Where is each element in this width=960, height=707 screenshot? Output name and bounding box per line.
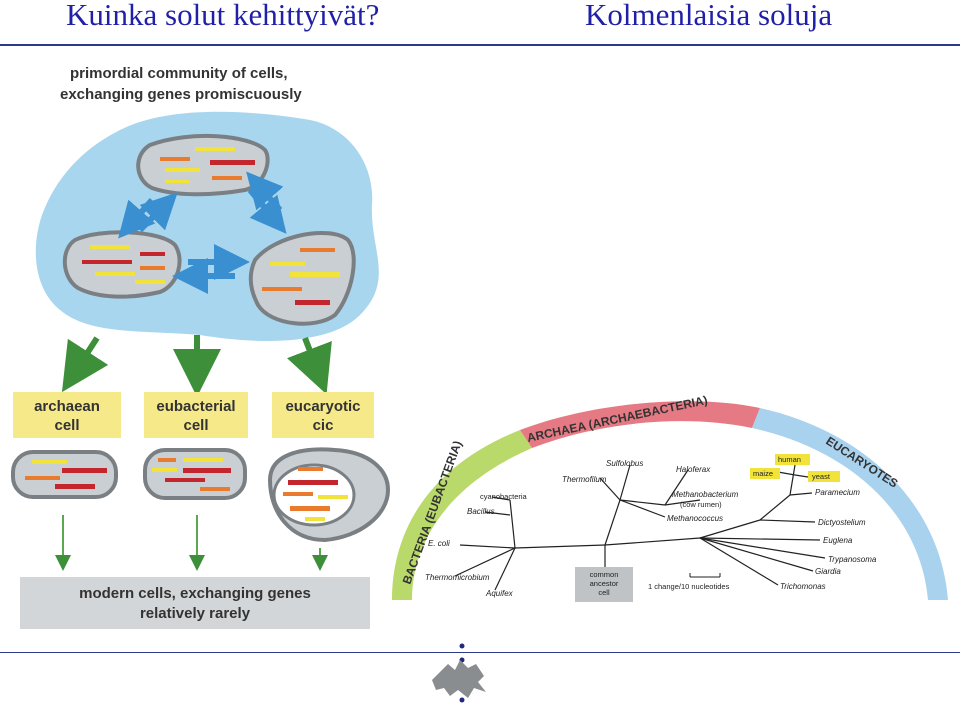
slide-title-right: Kolmenlaisia soluja bbox=[585, 0, 833, 32]
gene-segment bbox=[298, 467, 323, 471]
modern-cells-caption: modern cells, exchanging genes relativel… bbox=[20, 577, 370, 629]
gene-segment bbox=[318, 495, 348, 499]
gene-segment bbox=[290, 506, 330, 511]
gene-segment bbox=[200, 487, 230, 491]
domain-band-archaea bbox=[520, 401, 760, 448]
taxon-giardia: Giardia bbox=[815, 567, 841, 576]
taxon-paramecium: Paramecium bbox=[815, 488, 860, 497]
ancestor-line3: cell bbox=[598, 588, 610, 597]
gene-segment bbox=[55, 484, 95, 489]
primordial-cell-top bbox=[136, 133, 270, 197]
taxon-thermofilum: Thermofilum bbox=[562, 475, 607, 484]
modern-eubacterial-cell bbox=[143, 448, 247, 500]
modern-eucaryotic-cell bbox=[267, 447, 391, 543]
modern-arrows bbox=[55, 515, 328, 571]
gene-segment bbox=[305, 517, 325, 521]
tree-branches bbox=[454, 464, 826, 591]
domain-label-bacteria: BACTERIA (EUBACTERIA) bbox=[400, 439, 465, 586]
taxon-trypanosoma: Trypanosoma bbox=[828, 555, 877, 564]
gene-segment bbox=[295, 300, 330, 305]
cell-type-label-line1: eubacterial bbox=[156, 398, 235, 415]
gene-exchange-arrows bbox=[118, 171, 287, 294]
gene-segment bbox=[135, 280, 165, 284]
left-diagram: primordial community of cells, exchangin… bbox=[5, 50, 400, 635]
gene-segment bbox=[270, 262, 305, 266]
domain-band-bacteria bbox=[392, 430, 532, 600]
gene-segment bbox=[210, 160, 255, 165]
title-divider bbox=[0, 44, 960, 46]
taxon-thermomicrobium: Thermomicrobium bbox=[425, 573, 490, 582]
common-ancestor-box: common ancestor cell bbox=[575, 567, 633, 602]
footer-divider bbox=[0, 652, 960, 653]
gene-segment bbox=[140, 266, 165, 270]
taxon-trichomonas: Trichomonas bbox=[780, 582, 826, 591]
taxon-highlight-yeast bbox=[808, 471, 840, 482]
phylogenetic-tree: BACTERIA (EUBACTERIA) ARCHAEA (ARCHAEBAC… bbox=[392, 393, 948, 602]
taxon-ecoli: E. coli bbox=[428, 539, 450, 548]
gene-segment bbox=[90, 245, 130, 249]
cell-type-label-line2: cell bbox=[54, 417, 79, 434]
gene-segment bbox=[165, 180, 190, 183]
gene-segment bbox=[183, 468, 231, 473]
taxon-euglena: Euglena bbox=[823, 536, 853, 545]
gene-segment bbox=[288, 480, 338, 485]
primordial-cell-left bbox=[62, 230, 182, 299]
gene-segment bbox=[283, 492, 313, 496]
gene-segment bbox=[212, 176, 242, 180]
taxon-dictyostelium: Dictyostelium bbox=[818, 518, 866, 527]
cell-type-label-line1: archaean bbox=[34, 398, 100, 415]
taxon-highlight-human bbox=[775, 454, 810, 465]
top-caption-line2: exchanging genes promiscuously bbox=[60, 86, 302, 103]
divergence-arrows bbox=[61, 335, 332, 397]
taxon-human: human bbox=[778, 455, 801, 464]
taxon-cyanobacteria: cyanobacteria bbox=[480, 492, 528, 501]
taxon-highlight-maize bbox=[750, 468, 780, 479]
gene-segment bbox=[183, 458, 223, 462]
cell-type-label-line1: eucaryotic bbox=[285, 398, 360, 415]
domain-band-eucaryotes bbox=[752, 408, 948, 600]
taxon-maize: maize bbox=[753, 469, 773, 478]
modern-archaean-cell bbox=[11, 450, 118, 499]
taxon-methanococcus: Methanococcus bbox=[667, 514, 723, 523]
primordial-cell-right bbox=[248, 231, 356, 326]
cell-type-label-line2: cell bbox=[183, 417, 208, 434]
university-logo bbox=[432, 643, 486, 703]
domain-label-eucaryotes: EUCARYOTES bbox=[823, 434, 900, 491]
scale-label: 1 change/10 nucleotides bbox=[648, 582, 730, 591]
ancestor-line2: ancestor bbox=[590, 579, 619, 588]
gene-segment bbox=[165, 168, 200, 172]
taxon-cow-rumen: (cow rumen) bbox=[680, 500, 722, 509]
gene-segment bbox=[158, 458, 176, 462]
gene-segment bbox=[262, 287, 302, 291]
taxon-bacillus: Bacillus bbox=[467, 507, 495, 516]
gene-segment bbox=[165, 478, 205, 482]
cell-type-eubacterial: eubacterial cell bbox=[144, 392, 248, 438]
taxon-methanobacterium: Methanobacterium bbox=[672, 490, 739, 499]
taxon-aquifex: Aquifex bbox=[485, 589, 514, 598]
taxon-haloferax: Haloferax bbox=[676, 465, 711, 474]
cell-type-label-line2: cic bbox=[313, 417, 334, 434]
gene-segment bbox=[140, 252, 165, 256]
scale-bar: 1 change/10 nucleotides bbox=[648, 573, 730, 591]
gene-segment bbox=[152, 468, 177, 472]
bottom-caption-line1: modern cells, exchanging genes bbox=[79, 585, 311, 602]
cell-type-archaean: archaean cell bbox=[13, 392, 121, 438]
gene-segment bbox=[25, 476, 60, 480]
gene-segment bbox=[95, 272, 135, 276]
slide-title-left: Kuinka solut kehittyivät? bbox=[66, 0, 380, 32]
gene-segment bbox=[62, 468, 107, 473]
gene-segment bbox=[160, 157, 190, 161]
gene-segment bbox=[195, 147, 235, 151]
cell-type-eucaryotic: eucaryotic cic bbox=[272, 392, 374, 438]
gene-segment bbox=[32, 460, 67, 464]
gene-segment bbox=[82, 260, 132, 264]
taxon-yeast: yeast bbox=[812, 472, 831, 481]
gene-segment bbox=[290, 272, 340, 277]
gene-segment bbox=[300, 248, 335, 252]
ancestor-line1: common bbox=[590, 570, 619, 579]
taxon-sulfolobus: Sulfolobus bbox=[606, 459, 643, 468]
bottom-caption-line2: relatively rarely bbox=[140, 605, 251, 622]
top-caption-line1: primordial community of cells, bbox=[70, 65, 288, 82]
